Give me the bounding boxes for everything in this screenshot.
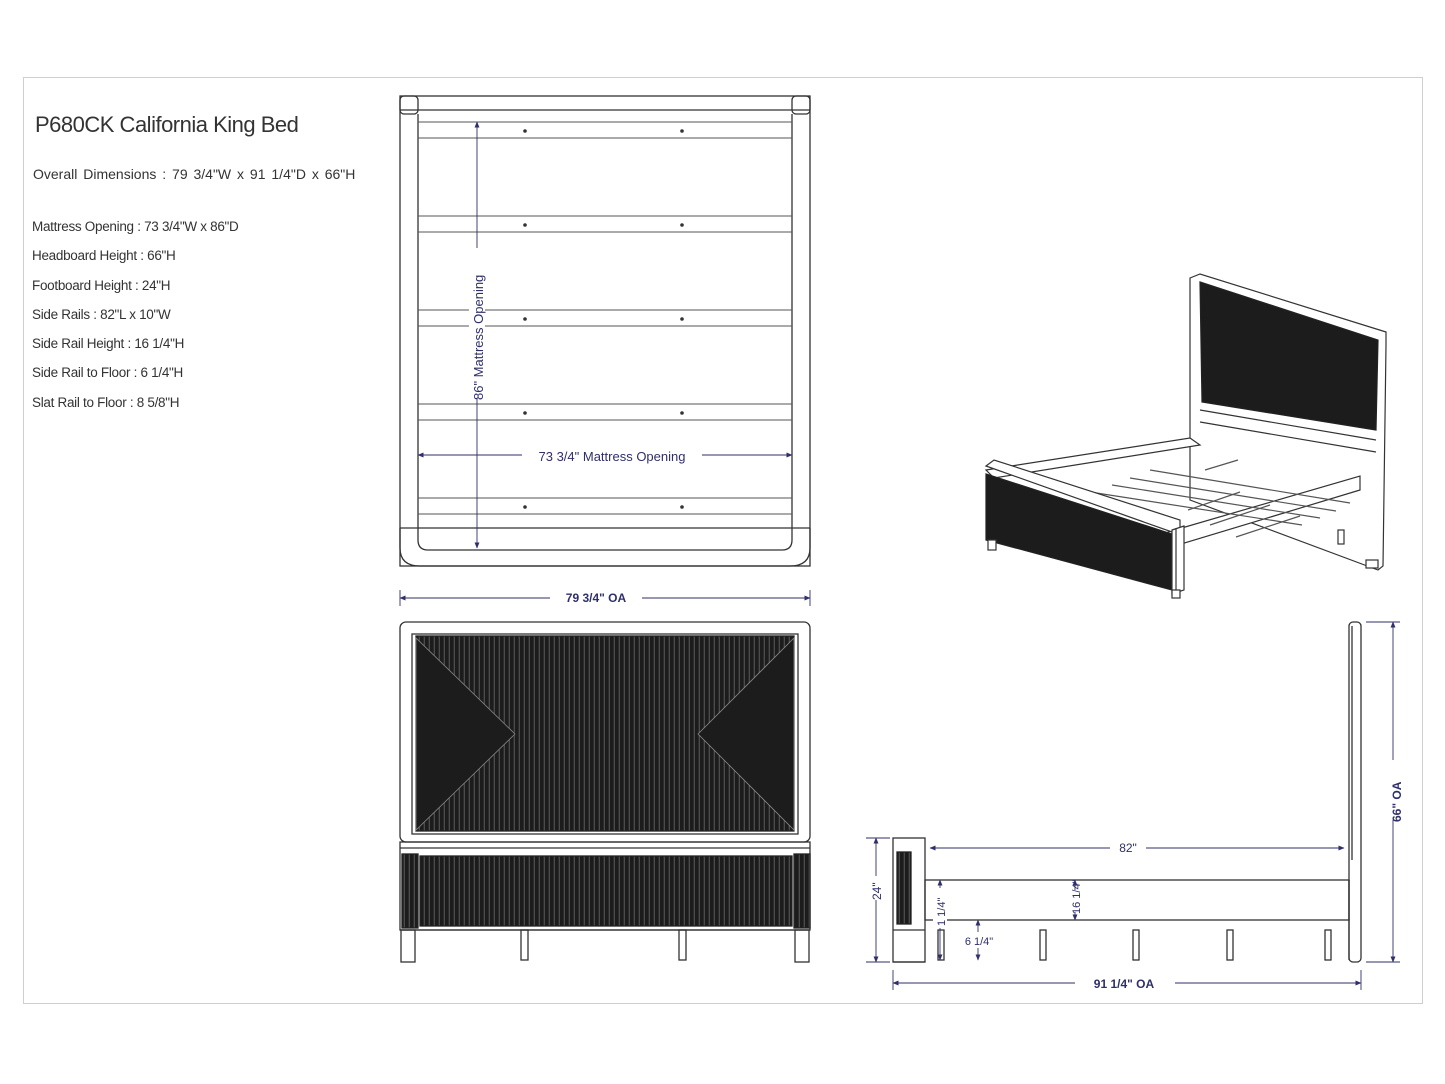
headboard-inner — [411, 633, 799, 835]
drawing-sheet — [23, 77, 1423, 1004]
front-width-label: 79 3/4" OA — [566, 591, 627, 605]
side-view — [892, 621, 1362, 963]
spec-headboard-height: Headboard Height : 66"H — [32, 248, 176, 264]
plan-width-label: 73 3/4" Mattress Opening — [539, 449, 686, 464]
spec-slat-rail-to-floor: Slat Rail to Floor : 8 5/8"H — [32, 394, 180, 410]
plan-outline — [399, 95, 811, 567]
side-headboard-post — [1348, 621, 1362, 963]
side-rail-height-left-label: 1 1/4" — [936, 898, 948, 926]
plan-slats — [418, 121, 792, 515]
spec-side-rails: Side Rails : 82"L x 10"W — [32, 306, 171, 322]
plan-screw-dots — [523, 129, 684, 509]
spec-side-rail-to-floor: Side Rail to Floor : 6 1/4"H — [32, 365, 183, 381]
side-rail-length-label: 82" — [1119, 841, 1137, 855]
footboard-fluted-panel — [419, 855, 793, 927]
side-rail-floor-label: 6 1/4" — [965, 936, 993, 948]
overall-dimensions: Overall Dimensions : 79 3/4"W x 91 1/4"D… — [33, 166, 356, 182]
spec-mattress-opening: Mattress Opening : 73 3/4"W x 86"D — [32, 219, 239, 234]
isometric-view — [984, 273, 1387, 599]
plan-view — [399, 95, 811, 567]
side-rail — [924, 879, 1350, 921]
side-length-label: 91 1/4" OA — [1094, 977, 1155, 991]
plan-depth-label: 86" Mattress Opening — [471, 275, 486, 400]
spec-footboard-height: Footboard Height : 24"H — [32, 277, 171, 293]
side-footboard-height-label: 24" — [870, 882, 884, 900]
side-rail-height-label: 16 1/4" — [1071, 879, 1083, 914]
side-height-label: 66" OA — [1390, 781, 1404, 822]
front-view — [399, 621, 811, 963]
spec-list: Mattress Opening : 73 3/4"W x 86"D Headb… — [32, 216, 239, 421]
spec-side-rail-height: Side Rail Height : 16 1/4"H — [32, 336, 185, 352]
iso-slats — [1089, 459, 1351, 538]
iso-headboard-panel — [1199, 281, 1379, 431]
drawing-title: P680CK California King Bed — [35, 112, 299, 137]
